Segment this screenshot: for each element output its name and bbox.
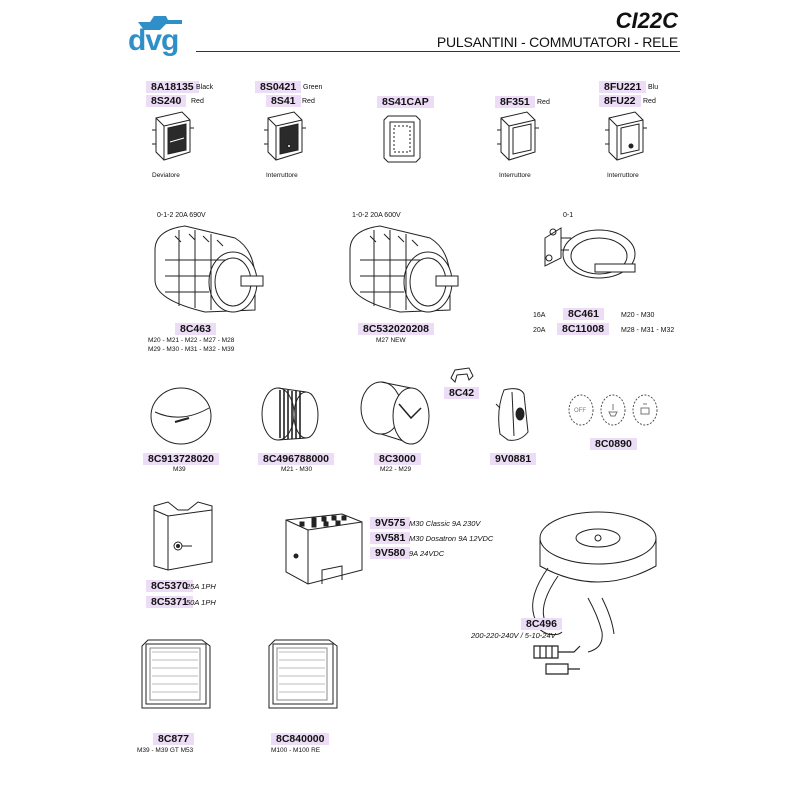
rotary-switch-icon — [340, 220, 460, 320]
part-code: 9V581 — [370, 532, 411, 544]
part-note: Black — [196, 84, 214, 91]
page-code: CI22C — [615, 8, 678, 33]
part-code: 9V575 — [370, 517, 411, 529]
rating-label: 1-0-2 20A 600V — [352, 212, 401, 219]
part-caption: Deviatore — [152, 172, 180, 179]
part-caption: Interruttore — [607, 172, 639, 179]
part-code: 8F351 — [495, 96, 535, 108]
display-icon — [138, 636, 214, 716]
part-code: 8C11008 — [557, 323, 610, 335]
transformer-icon — [518, 506, 678, 686]
part-code: 8C0890 — [590, 438, 637, 450]
rotary-switch-small-icon — [535, 218, 645, 296]
part-code: 8S0421 — [255, 81, 302, 93]
model-list: M20 - M30 — [621, 312, 655, 319]
amp-label: 20A — [533, 327, 546, 334]
part-note: 200-220-240V / 5-10-24V — [471, 631, 556, 640]
display-icon — [265, 636, 341, 716]
part-note: 25A 1PH — [186, 582, 216, 591]
model-list: M39 - M39 GT M53 — [137, 747, 194, 754]
clip-icon — [449, 366, 475, 384]
model-list: M29 - M30 - M31 - M32 - M39 — [148, 346, 235, 353]
part-note: Blu — [648, 84, 659, 91]
part-note: Red — [191, 98, 204, 105]
position-label: 0-1 — [563, 212, 574, 219]
thermostat-icon — [148, 496, 218, 576]
part-code: 8S240 — [146, 95, 187, 107]
model-list: M100 - M100 RE — [271, 747, 321, 754]
knob-large-icon — [355, 378, 435, 450]
part-code: 8S41 — [266, 95, 301, 107]
part-caption: Interruttore — [499, 172, 531, 179]
part-code: 8C496 — [521, 618, 562, 630]
part-code: 8C532020208 — [358, 323, 434, 335]
model-list: M22 - M29 — [380, 466, 412, 473]
svg-text:OFF: OFF — [574, 408, 586, 414]
part-note: M30 Classic 9A 230V — [409, 519, 481, 528]
part-caption: Interruttore — [266, 172, 298, 179]
model-list: M27 NEW — [376, 337, 406, 344]
logo-text: dvg — [128, 24, 179, 57]
model-list: M39 — [173, 466, 186, 473]
part-note: M30 Dosatron 9A 12VDC — [409, 534, 494, 543]
knob-round-icon — [145, 382, 215, 450]
switch-cap-icon — [382, 112, 422, 164]
model-list: M28 - M31 - M32 — [621, 327, 675, 334]
knob-knurled-icon — [256, 384, 326, 446]
part-code: 8C913728020 — [143, 453, 219, 465]
relay-icon — [282, 510, 366, 590]
rotary-switch-icon — [145, 220, 265, 320]
knob-pointer-icon — [490, 384, 540, 446]
part-code: 9V0881 — [490, 453, 537, 465]
part-note: Green — [303, 84, 323, 91]
page-title: PULSANTINI - COMMUTATORI - RELE — [436, 34, 678, 50]
rating-label: 0-1-2 20A 690V — [157, 212, 206, 219]
part-code: 8FU22 — [599, 95, 641, 107]
part-code: 8C840000 — [271, 733, 330, 745]
part-code: 8C877 — [153, 733, 194, 745]
model-list: M21 - M30 — [281, 466, 313, 473]
part-note: Red — [302, 98, 315, 105]
part-code: 8A18135 — [146, 81, 199, 93]
part-note: 50A 1PH — [186, 598, 216, 607]
model-list: M20 - M21 - M22 - M27 - M28 — [148, 337, 235, 344]
logo-icon — [132, 14, 182, 30]
rocker-switch-icon — [262, 108, 307, 170]
header-rule — [196, 51, 680, 52]
part-code: 8C5370 — [146, 580, 193, 592]
part-code: 8C461 — [563, 308, 604, 320]
part-code: 8C496788000 — [258, 453, 334, 465]
part-note: Red — [643, 98, 656, 105]
part-note: 9A 24VDC — [409, 549, 445, 558]
rocker-switch-icon — [603, 108, 648, 170]
rocker-switch-icon — [495, 108, 540, 170]
rocker-switch-icon — [150, 108, 195, 170]
part-code: 8C463 — [175, 323, 216, 335]
part-note: Red — [537, 99, 550, 106]
part-code: 8C42 — [444, 387, 480, 399]
part-code: 8S41CAP — [377, 96, 434, 108]
part-code: 8C5371 — [146, 596, 193, 608]
part-code: 8FU221 — [599, 81, 647, 93]
part-code: 8C3000 — [374, 453, 421, 465]
button-panel-icon: OFF — [563, 390, 663, 430]
part-code: 9V580 — [370, 547, 411, 559]
amp-label: 16A — [533, 312, 546, 319]
